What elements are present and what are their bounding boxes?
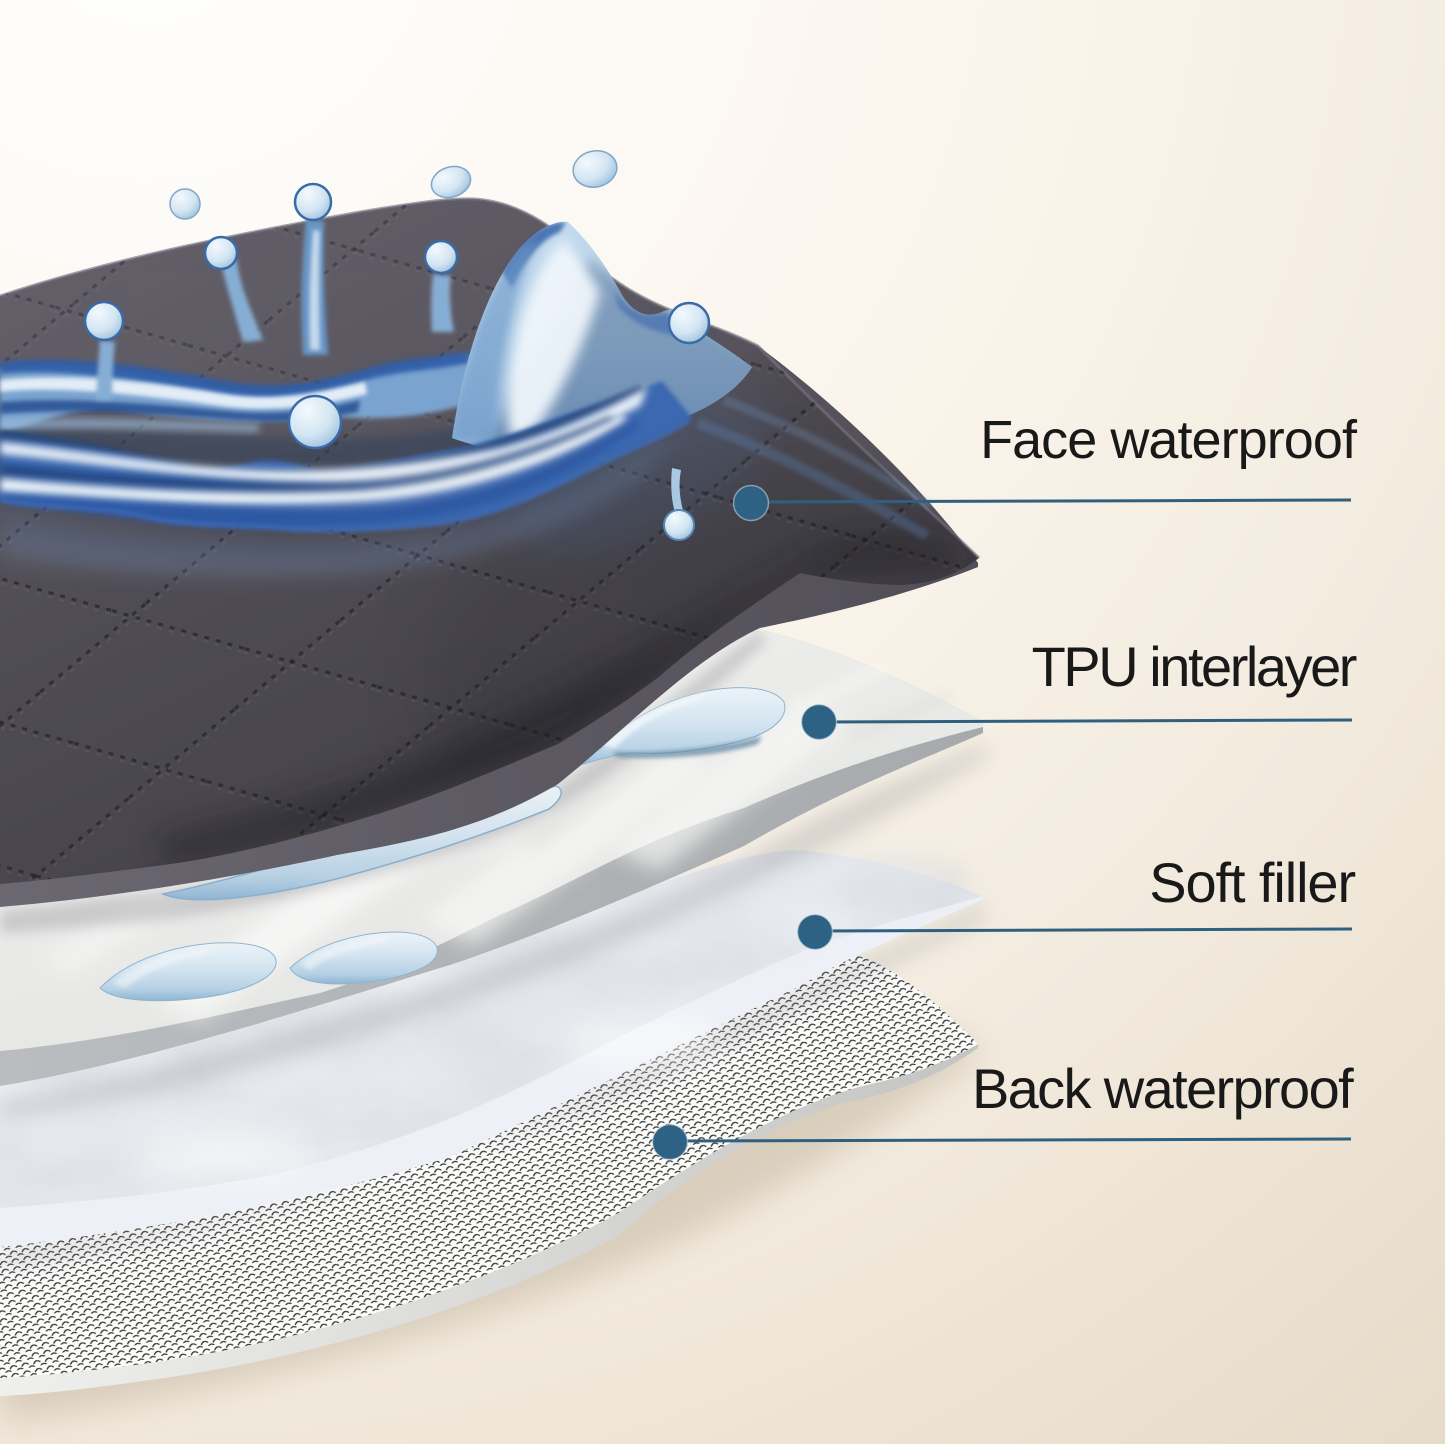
- svg-text:Face waterproof: Face waterproof: [980, 410, 1358, 470]
- svg-text:TPU interlayer: TPU interlayer: [1032, 635, 1357, 698]
- svg-text:Back waterproof: Back waterproof: [972, 1057, 1354, 1120]
- svg-text:Soft filler: Soft filler: [1149, 851, 1355, 914]
